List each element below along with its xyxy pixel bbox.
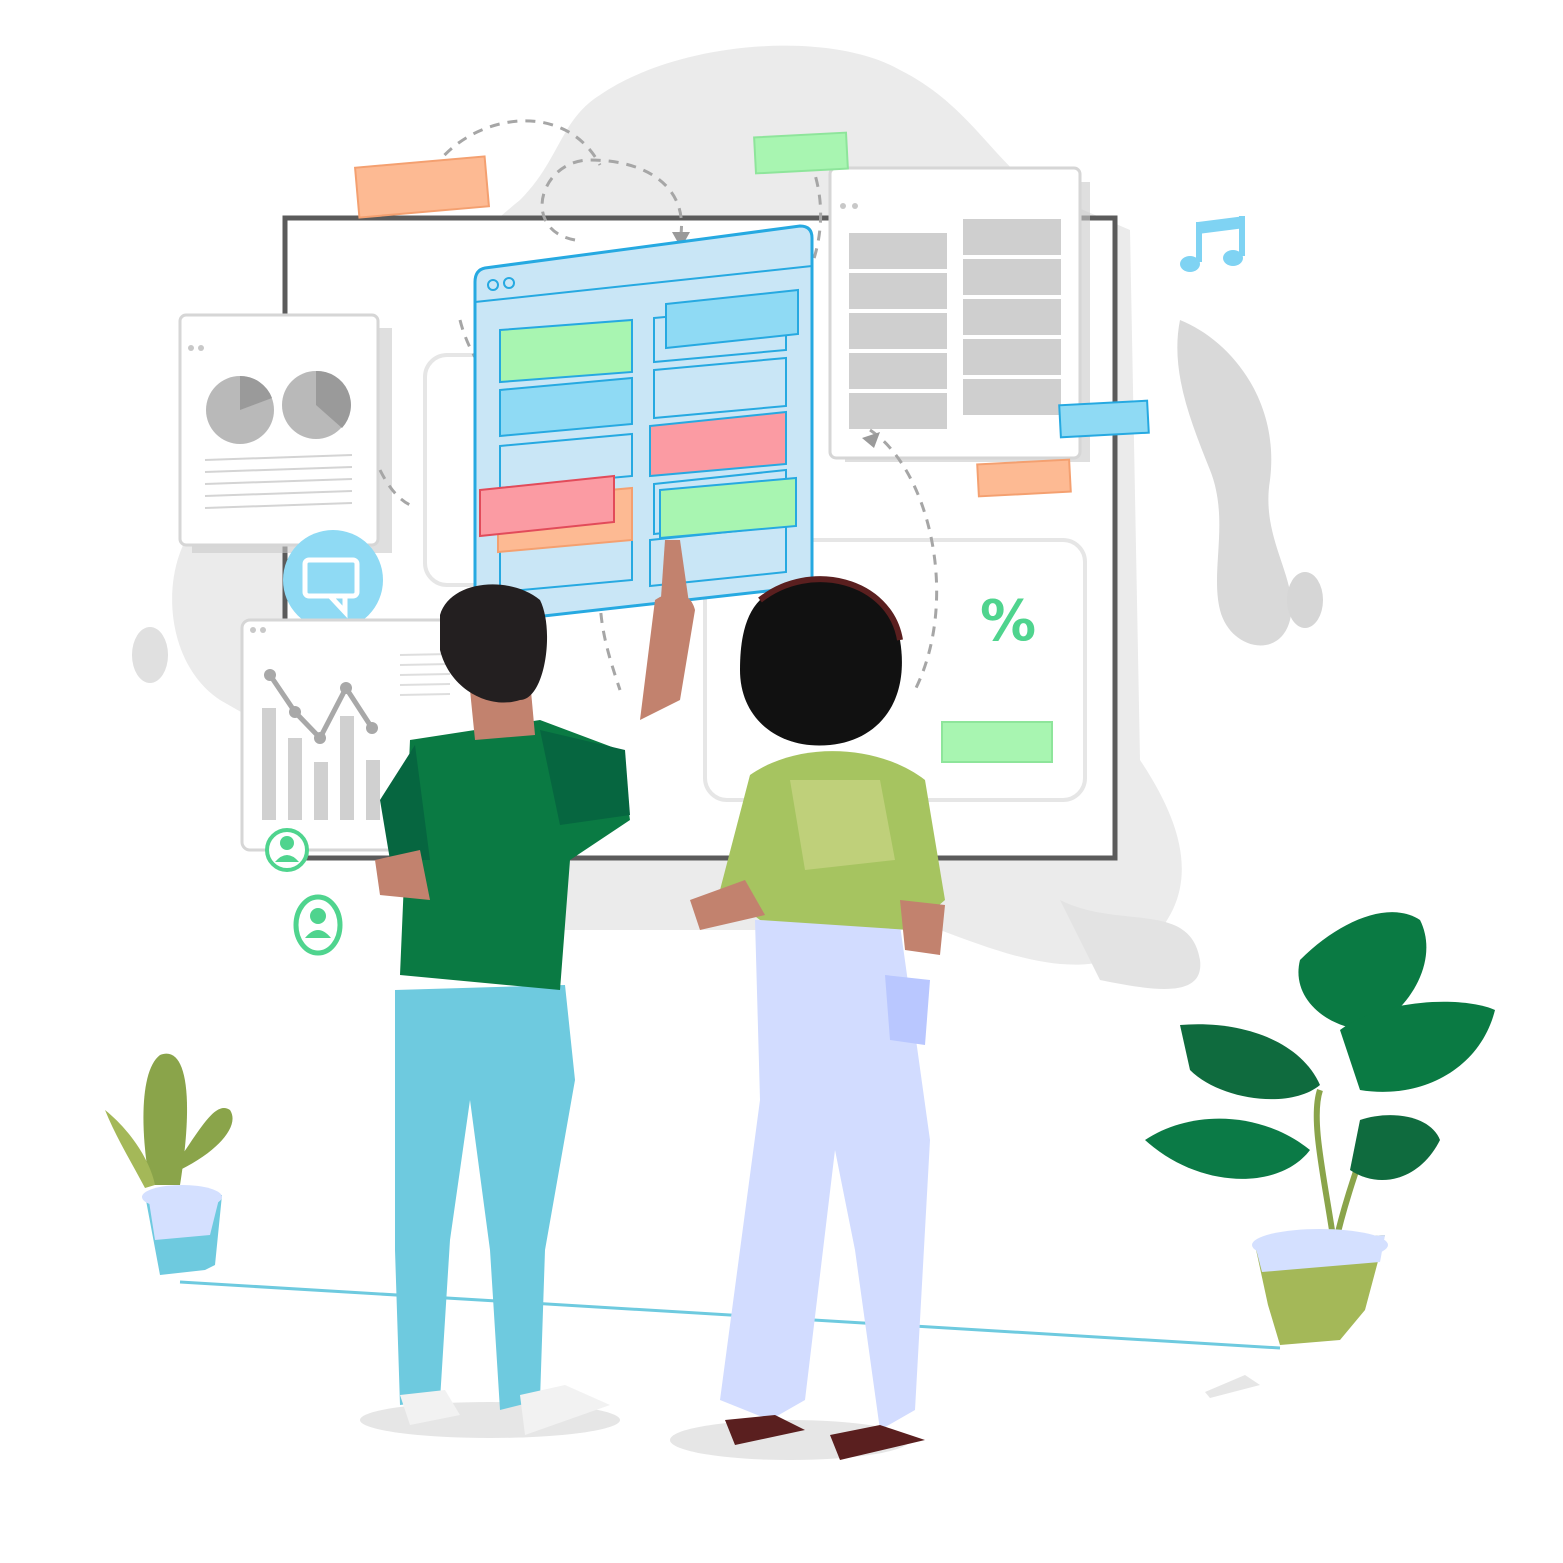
floor-line xyxy=(179,1280,1281,1350)
green-card xyxy=(941,721,1053,763)
blue-card xyxy=(1058,399,1150,439)
man-figure xyxy=(375,540,695,1435)
orange-card xyxy=(353,155,491,219)
pie-chart-window xyxy=(178,313,392,553)
orange-card xyxy=(976,458,1072,498)
woman-figure xyxy=(690,576,945,1460)
chat-icon xyxy=(283,530,383,630)
user-icon xyxy=(265,828,309,872)
kanban-board xyxy=(473,224,814,624)
pie-chart-icon xyxy=(206,370,351,444)
line-chart-icon xyxy=(264,669,378,744)
left-plant xyxy=(105,1053,233,1275)
percent-icon: % xyxy=(980,589,1036,654)
music-note-icon xyxy=(1180,216,1245,272)
user-icon xyxy=(293,894,343,956)
right-plant xyxy=(1145,912,1495,1345)
table-window xyxy=(828,166,1090,462)
green-card xyxy=(753,131,849,175)
